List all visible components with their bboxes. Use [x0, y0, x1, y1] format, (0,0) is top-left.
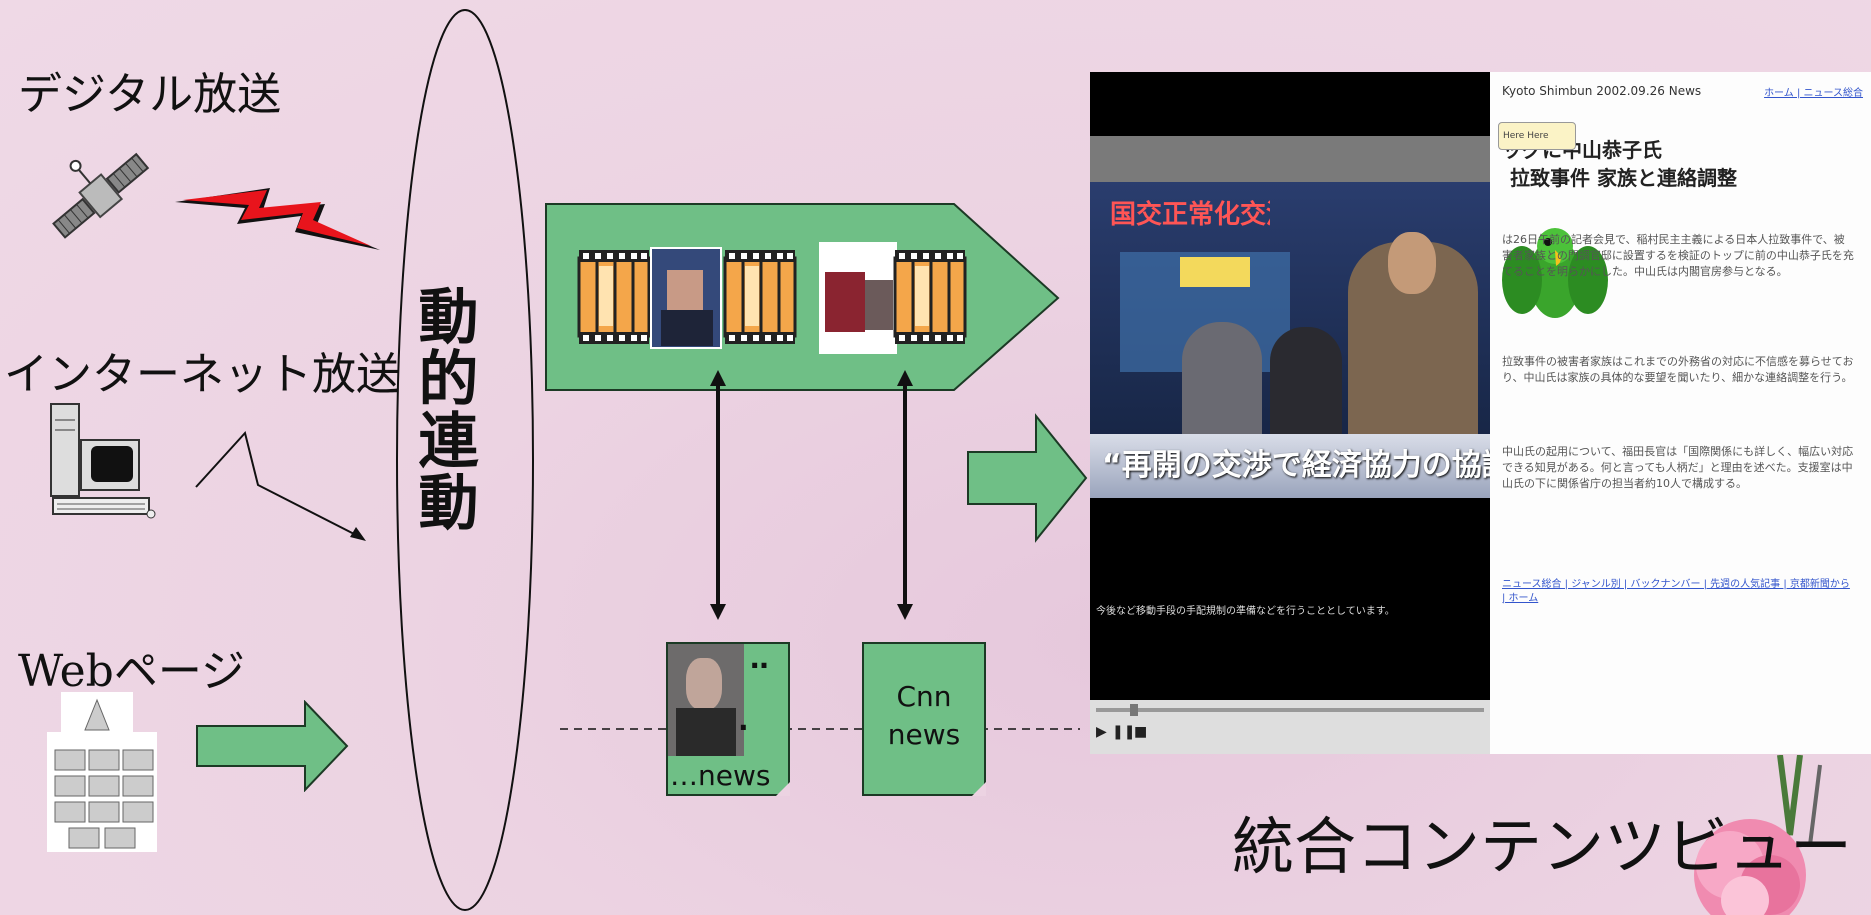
label-digital-broadcast: デジタル放送 — [18, 69, 282, 120]
computer-icon — [50, 403, 156, 519]
output-arrow — [967, 413, 1088, 543]
web-arrow — [196, 700, 349, 792]
sync-arrows — [710, 370, 913, 620]
video-pane: 国交正常化交渉 “再開の交渉で経済協力の協議なし。 今後など移動手段の手配規制の… — [1090, 72, 1502, 754]
satellite-icon — [52, 152, 150, 239]
lightning-bolt-icon — [175, 188, 380, 250]
article-paragraph-3: 中山氏の起用について、福田長官は「国際関係にも詳しく、幅広い対応できる知見がある… — [1502, 445, 1854, 490]
pause-icon[interactable]: ❚❚ — [1112, 724, 1136, 740]
article-nav-link[interactable]: ホーム | ニュース総合 — [1764, 88, 1863, 99]
video-controls[interactable]: ▶ ❚❚ ■ — [1090, 700, 1490, 754]
web-pages-icon — [47, 692, 157, 852]
video-headline: “再開の交渉で経済協力の協議なし。 — [1090, 434, 1502, 498]
agent-tooltip: Here Here — [1498, 122, 1576, 150]
article-pane: Kyoto Shimbun 2002.09.26 News ホーム | ニュース… — [1490, 72, 1871, 754]
integrated-content-viewer: 国交正常化交渉 “再開の交渉で経済協力の協議なし。 今後など移動手段の手配規制の… — [1090, 72, 1871, 754]
parrot-agent-icon[interactable] — [1500, 220, 1610, 330]
video-subtitle: 今後など移動手段の手配規制の準備などを行うこととしています。 — [1096, 606, 1395, 617]
label-internet-broadcast: インターネット放送 — [4, 349, 400, 400]
doc1-bottom-text: …news — [670, 759, 771, 792]
video-banner: 国交正常化交渉 — [1110, 200, 1270, 230]
internet-link-arrow — [195, 430, 366, 541]
flower-decoration — [1694, 755, 1822, 915]
doc2-line-1: Cnn — [896, 680, 952, 713]
stop-icon[interactable]: ■ — [1134, 724, 1148, 740]
article-footer-links[interactable]: ニュース総合 | ジャンル別 | バックナンバー | 先週の人気記事 | 京都新… — [1502, 579, 1850, 604]
doc-thumbnail — [668, 644, 744, 756]
doc2-line-2: news — [887, 718, 961, 751]
play-icon[interactable]: ▶ — [1096, 724, 1107, 740]
news-doc-2: Cnn news — [862, 642, 986, 796]
dashed-timeline — [560, 728, 1080, 730]
integrated-view-title: 統合コンテンツビュー — [1232, 810, 1853, 883]
doc1-mid-text: . — [738, 704, 749, 737]
news-doc-1: ‥ . …news — [666, 642, 790, 796]
label-web-page: Webページ — [18, 646, 245, 697]
doc1-top-text: ‥ — [750, 642, 769, 675]
dynamic-link-ellipse — [396, 9, 534, 911]
video-seek-handle[interactable] — [1130, 704, 1138, 716]
article-title-2: 拉致事件 家族と連絡調整 — [1510, 166, 1737, 190]
article-paragraph-2: 拉致事件の被害者家族はこれまでの外務省の対応に不信感を募らせており、中山氏は家族… — [1502, 355, 1854, 384]
article-header: Kyoto Shimbun 2002.09.26 News — [1502, 84, 1702, 98]
dynamic-link-title: 動的連動 — [408, 285, 478, 533]
film-strip-group — [577, 242, 967, 354]
article-paragraph-1: は26日午前の記者会見で、稲村民主主義による日本人拉致事件で、被害者家族との門調… — [1502, 233, 1854, 278]
